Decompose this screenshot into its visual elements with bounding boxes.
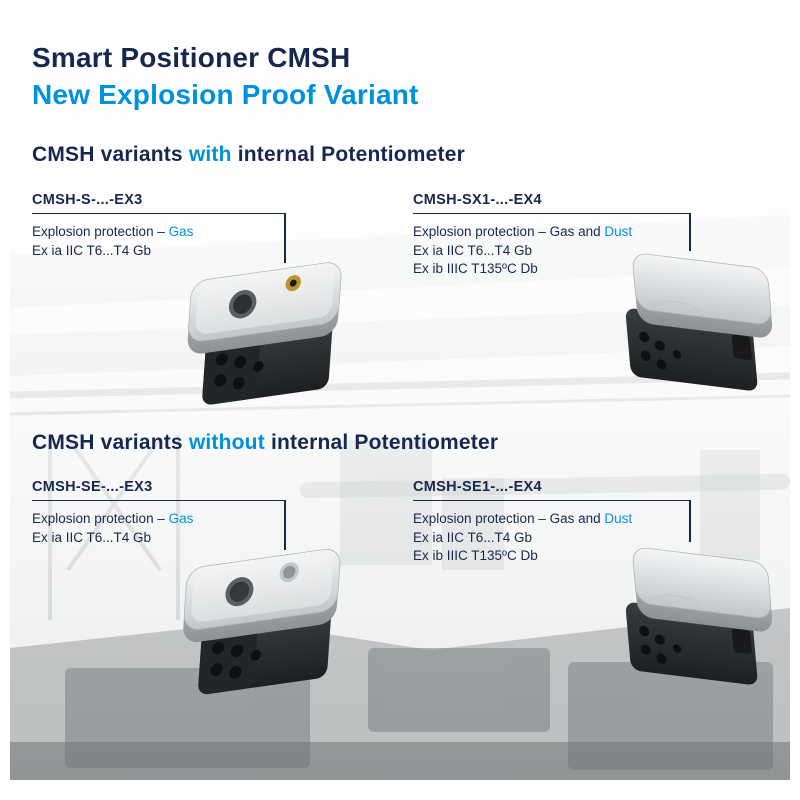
terminal-block [731, 334, 752, 361]
callout-connector [689, 213, 691, 251]
protection-line: Explosion protection – Gas and Dust [413, 224, 633, 239]
product-model: CMSH-SE-...-EX3 [32, 479, 153, 495]
product-image-cmsh-se1-ex4 [592, 528, 778, 688]
product-image-cmsh-se-ex3 [153, 532, 347, 700]
product-housing [188, 262, 342, 342]
product-housing [632, 253, 772, 325]
ex-rating-line: Ex ia IIC T6...T4 Gb [413, 529, 533, 545]
ex-rating-line: Ex ia IIC T6...T4 Gb [32, 529, 152, 545]
product-housing [632, 547, 772, 619]
title-block: Smart Positioner CMSH New Explosion Proo… [32, 40, 419, 114]
callout-cmsh-se-ex3: CMSH-SE-...-EX3 Explosion protection – G… [32, 479, 362, 547]
product-model: CMSH-SX1-...-EX4 [413, 192, 542, 208]
ex-rating-line-2: Ex ib IIIC T135ºC Db [413, 548, 538, 563]
callout-connector [689, 500, 691, 542]
page-subtitle: New Explosion Proof Variant [32, 78, 419, 110]
product-model: CMSH-S-...-EX3 [32, 192, 143, 208]
section-heading-with-potentiometer: CMSH variants with internal Potentiomete… [32, 143, 465, 166]
section-heading-without-potentiometer: CMSH variants without internal Potentiom… [32, 431, 499, 454]
ex-rating-line: Ex ia IIC T6...T4 Gb [32, 242, 152, 258]
page-title: Smart Positioner CMSH [32, 42, 351, 73]
protection-line: Explosion protection – Gas [32, 224, 194, 239]
callout-cmsh-sx1-ex4: CMSH-SX1-...-EX4 Explosion protection – … [413, 192, 743, 279]
terminal-block [731, 628, 752, 655]
callout-underline [413, 500, 690, 501]
callout-cmsh-se1-ex4: CMSH-SE1-...-EX4 Explosion protection – … [413, 479, 743, 566]
protection-line: Explosion protection – Gas [32, 511, 194, 526]
cable-gland-holes [210, 641, 261, 679]
callout-connector [284, 500, 286, 550]
product-model: CMSH-SE1-...-EX4 [413, 479, 542, 495]
product-housing [183, 548, 341, 630]
callout-cmsh-s-ex3: CMSH-S-...-EX3 Explosion protection – Ga… [32, 192, 362, 260]
ex-rating-line: Ex ia IIC T6...T4 Gb [413, 242, 533, 258]
cable-gland-holes [639, 625, 682, 664]
cable-gland-holes [639, 331, 682, 370]
protection-line: Explosion protection – Gas and Dust [413, 511, 633, 526]
callout-underline [413, 213, 690, 214]
callout-underline [32, 500, 285, 501]
callout-connector [284, 213, 286, 263]
product-image-cmsh-sx1-ex4 [592, 234, 778, 394]
cable-gland-holes [214, 353, 264, 390]
callout-underline [32, 213, 285, 214]
product-image-cmsh-s-ex3 [158, 246, 348, 410]
ex-rating-line-2: Ex ib IIIC T135ºC Db [413, 261, 538, 276]
